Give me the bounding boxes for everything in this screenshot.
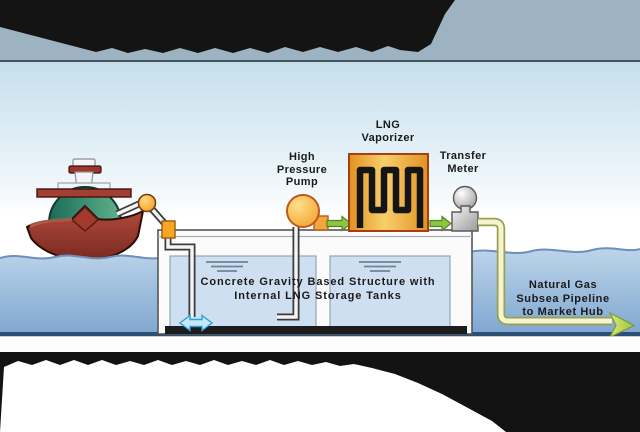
unloading-pipe: [164, 236, 196, 317]
meter-label-line: Meter: [447, 162, 479, 175]
pump-suction-pipe: [277, 227, 300, 321]
vaporizer-label-line: LNG: [375, 119, 401, 131]
flow-arrow-icon: [326, 215, 352, 232]
structure-floor: [165, 326, 467, 334]
transfer-meter: [451, 185, 479, 232]
pump-body: [286, 194, 320, 228]
loading-arm: [137, 193, 176, 239]
pipeline-label: Natural Gas Subsea Pipeline to Market Hu…: [503, 279, 623, 320]
pump-label-line: Pressure: [276, 163, 328, 176]
pump-label-line: High: [288, 151, 316, 163]
ball-joint-icon: [137, 193, 157, 213]
pump-label-line: Pump: [285, 176, 319, 188]
caption-band-redacted: [0, 352, 640, 432]
lng-carrier-ship: [25, 158, 145, 262]
loading-arm-pipe-inner: [116, 201, 142, 216]
pipeline-label-line: Natural Gas: [528, 279, 598, 291]
lng-vaporizer: [348, 153, 429, 232]
gunwale-highlight: [29, 217, 73, 228]
liquid-level-icon: [359, 261, 401, 272]
flow-arrow-icon: [429, 215, 452, 232]
meter-body: [451, 205, 479, 232]
liquid-level-icon: [206, 261, 248, 272]
vaporizer-label-line: Vaporizer: [361, 131, 415, 144]
top-band-divider: [0, 60, 640, 63]
bow-stem: [70, 205, 100, 232]
pipeline-label-line: Subsea Pipeline: [516, 292, 610, 305]
structure-label-line: Concrete Gravity Based Structure with: [200, 276, 436, 288]
seabed-strip: [0, 336, 640, 353]
pump-label: High Pressure Pump: [262, 151, 342, 189]
distribution-arrow-icon: [178, 314, 214, 332]
meter-label: Transfer Meter: [423, 150, 503, 175]
vaporizer-coil-icon: [356, 166, 424, 228]
pipe-connector: [161, 220, 176, 239]
gravity-based-structure: [157, 229, 473, 335]
deck-bar: [36, 188, 132, 198]
vaporizer-label: LNG Vaporizer: [348, 119, 428, 144]
pipeline-label-line: to Market Hub: [522, 306, 604, 318]
meter-label-line: Transfer: [439, 150, 487, 162]
title-banner-redacted: [0, 0, 455, 53]
structure-label: Concrete Gravity Based Structure with In…: [168, 276, 468, 303]
high-pressure-pump: [286, 194, 329, 231]
structure-label-line: Internal LNG Storage Tanks: [234, 289, 402, 302]
caption-cutout: [0, 360, 506, 432]
lng-tank-2: [329, 255, 451, 329]
